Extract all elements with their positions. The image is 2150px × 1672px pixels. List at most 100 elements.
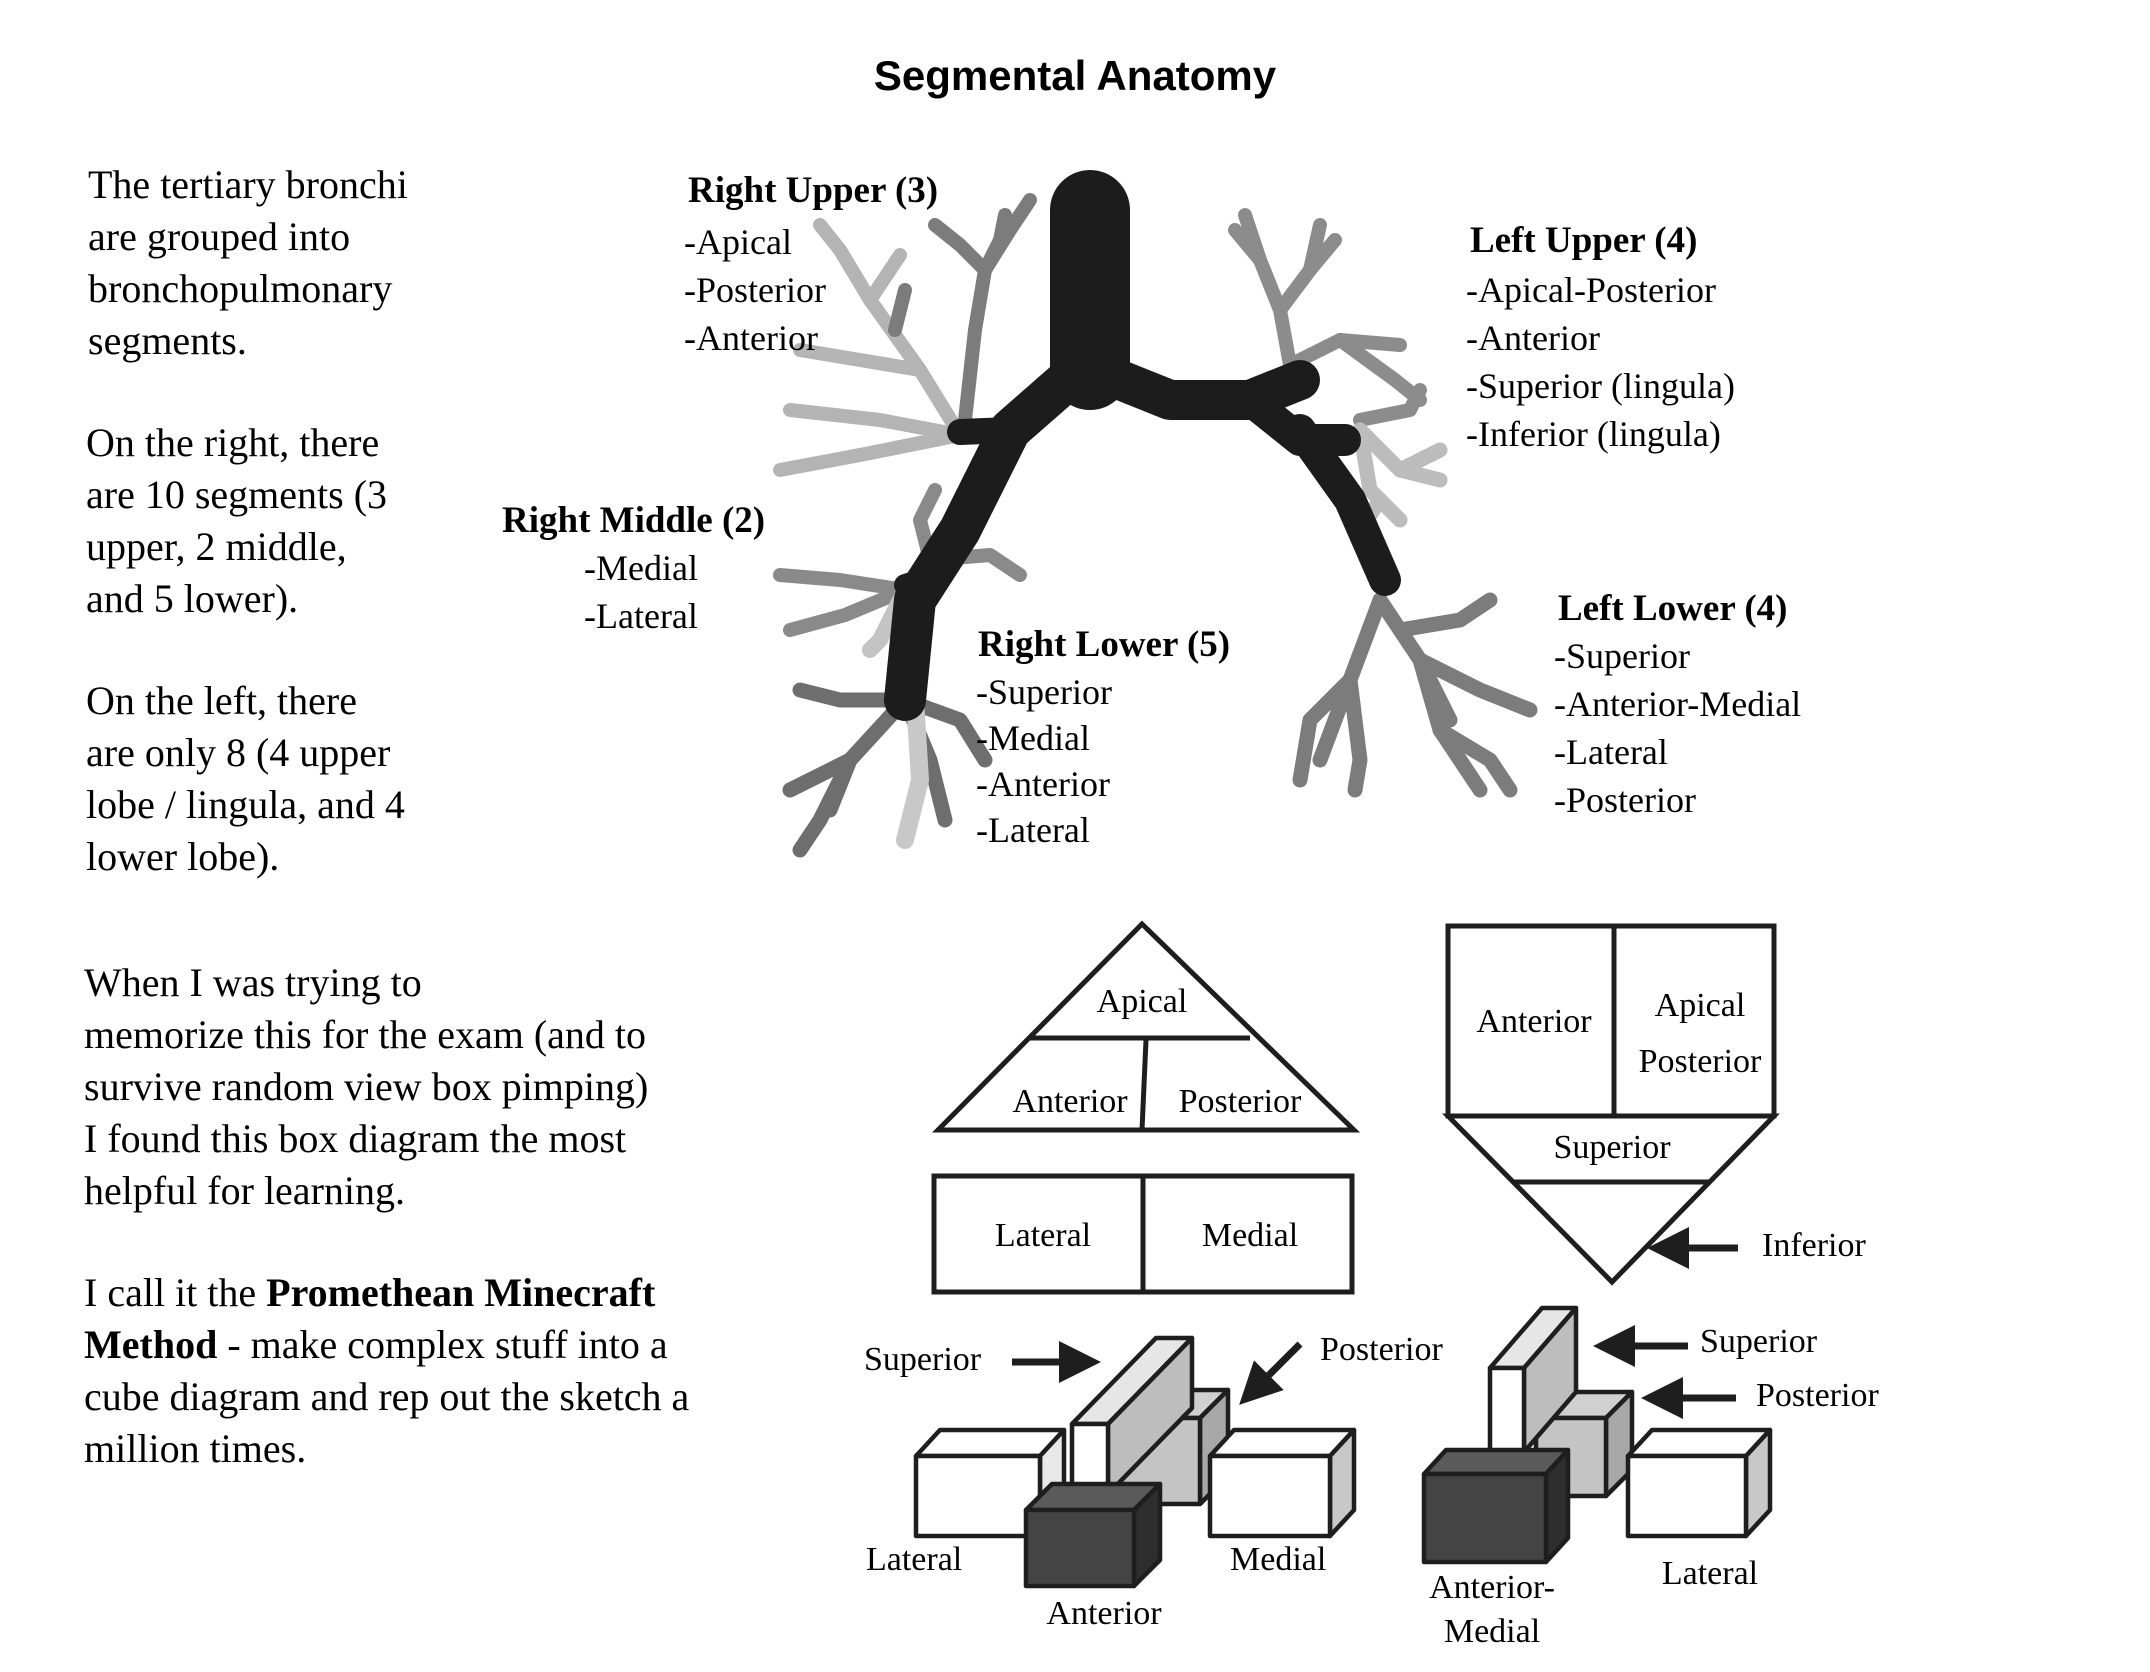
intro-para2-line: and 5 lower). [86,576,298,621]
lobe-heading: Right Middle (2) [502,500,765,541]
intro-para5-line2: Method - make complex stuff into a [84,1322,668,1367]
lobe-right-upper: Right Upper (3) -Apical -Posterior -Ante… [684,170,938,358]
intro-para4-line: helpful for learning. [84,1168,405,1213]
right-upper-branches-dark [888,193,1037,427]
segment-label: -Apical [684,222,792,262]
left-upper-branches [1228,208,1427,427]
cube-superior [1069,1335,1195,1497]
right-box-diagram [931,920,1361,1295]
right-lower-light [896,691,929,849]
right-lower-branches [782,682,993,858]
lobe-heading: Left Upper (4) [1470,220,1697,261]
intro-para5-line1: I call it the Promethean Minecraft [84,1270,656,1315]
cube-label-lateral: Lateral [1662,1555,1758,1592]
intro-para4-line: survive random view box pimping) [84,1064,648,1109]
cube-medial [1207,1427,1357,1539]
segment-label: -Posterior [684,270,826,310]
segment-label: -Anterior [1466,318,1600,358]
box-label-apical-posterior-line2: Posterior [1639,1043,1762,1080]
bronchial-tree [773,170,1538,858]
box-label-apical-posterior-line1: Apical [1655,987,1746,1024]
intro-para4-line: memorize this for the exam (and to [84,1012,646,1057]
cube-label-lateral: Lateral [866,1541,962,1578]
segment-label: -Superior [976,672,1112,712]
intro-para5-line3: cube diagram and rep out the sketch a [84,1374,690,1419]
cube-label-posterior: Posterior [1320,1331,1443,1368]
cube-label-medial: Medial [1230,1541,1326,1578]
box-label-anterior: Anterior [1012,1083,1128,1120]
lobe-heading: Right Upper (3) [688,170,938,211]
intro-para3-line: lower lobe). [86,834,279,879]
intro-para3-line: lobe / lingula, and 4 [86,782,405,827]
cube-label-posterior: Posterior [1756,1377,1879,1414]
intro-para2-line: are 10 segments (3 [86,472,387,517]
lingula-triangle [1442,1113,1780,1286]
lobe-left-upper: Left Upper (4) -Apical-Posterior -Anteri… [1466,220,1735,454]
divider-line [1139,1039,1149,1131]
cube-label-superior: Superior [864,1341,982,1378]
lobe-left-lower: Left Lower (4) -Superior -Anterior-Media… [1554,588,1801,820]
segment-label: -Lateral [1554,732,1668,772]
cube-label-superior: Superior [1700,1323,1818,1360]
right-cube-diagram [913,1335,1357,1589]
right-cube-labels: Superior Posterior Lateral Medial Anteri… [864,1331,1443,1632]
segment-label: -Medial [584,548,698,588]
intro-text: The tertiary bronchi are grouped into br… [84,162,690,1471]
left-box-diagram [1442,923,1780,1286]
segment-label: -Lateral [976,810,1090,850]
left-box-labels: Anterior Apical Posterior Superior Infer… [1476,987,1866,1264]
lobe-heading: Right Lower (5) [978,624,1230,665]
intro-para2-line: upper, 2 middle, [86,524,347,569]
posterior-arrow [1239,1341,1303,1405]
cube-label-anterior: Anterior [1046,1595,1162,1632]
intro-para3-line: On the left, there [86,678,357,723]
right-upper-branches [773,218,967,477]
intro-para5-pre: I call it the [84,1270,266,1315]
intro-para5-line4: million times. [84,1426,306,1471]
cube-label-anterior-medial-line2: Medial [1444,1613,1540,1650]
cube-superior [1487,1305,1579,1455]
intro-para1-line: bronchopulmonary [88,266,392,311]
segment-label: -Lateral [584,596,698,636]
box-label-anterior: Anterior [1476,1003,1592,1040]
right-upper-triangle [932,920,1361,1133]
segment-label: -Superior (lingula) [1466,366,1735,406]
cube-anterior [1023,1481,1163,1589]
segment-label: -Apical-Posterior [1466,270,1716,310]
box-label-apical: Apical [1097,983,1188,1020]
intro-para3-line: are only 8 (4 upper [86,730,390,775]
box-label-superior: Superior [1553,1129,1671,1166]
left-cube-labels: Superior Posterior Anterior- Medial Late… [1429,1323,1879,1650]
method-name-part1: Promethean Minecraft [266,1270,656,1315]
page-title: Segmental Anatomy [874,52,1277,99]
segment-label: -Posterior [1554,780,1696,820]
intro-para4-line: I found this box diagram the most [84,1116,626,1161]
box-label-medial: Medial [1202,1217,1298,1254]
lobe-heading: Left Lower (4) [1558,588,1787,629]
segment-label: -Anterior-Medial [1554,684,1801,724]
box-label-inferior: Inferior [1762,1227,1867,1264]
cube-lateral [1625,1427,1773,1539]
intro-para1-line: segments. [88,318,247,363]
segment-label: -Anterior [976,764,1110,804]
method-name-part2: Method [84,1322,217,1367]
intro-para1-line: are grouped into [88,214,350,259]
left-cube-diagram [1421,1305,1773,1565]
lobe-right-middle: Right Middle (2) -Medial -Lateral [502,500,765,636]
intro-para4-line: When I was trying to [84,960,422,1005]
cube-anterior-medial [1421,1447,1571,1565]
left-lower-branches [1292,592,1538,798]
segment-label: -Inferior (lingula) [1466,414,1721,454]
segment-label: -Superior [1554,636,1690,676]
intro-para2-line: On the right, there [86,420,379,465]
cube-label-anterior-medial-line1: Anterior- [1429,1569,1555,1606]
lobe-right-lower: Right Lower (5) -Superior -Medial -Anter… [976,624,1230,850]
box-label-lateral: Lateral [995,1217,1091,1254]
intro-para1-line: The tertiary bronchi [88,162,408,207]
segment-label: -Medial [976,718,1090,758]
trachea-and-main-bronchi [884,170,1401,721]
right-box-labels: Apical Anterior Posterior Lateral Medial [995,983,1302,1254]
left-upper-box [1445,923,1777,1119]
box-label-posterior: Posterior [1179,1083,1302,1120]
